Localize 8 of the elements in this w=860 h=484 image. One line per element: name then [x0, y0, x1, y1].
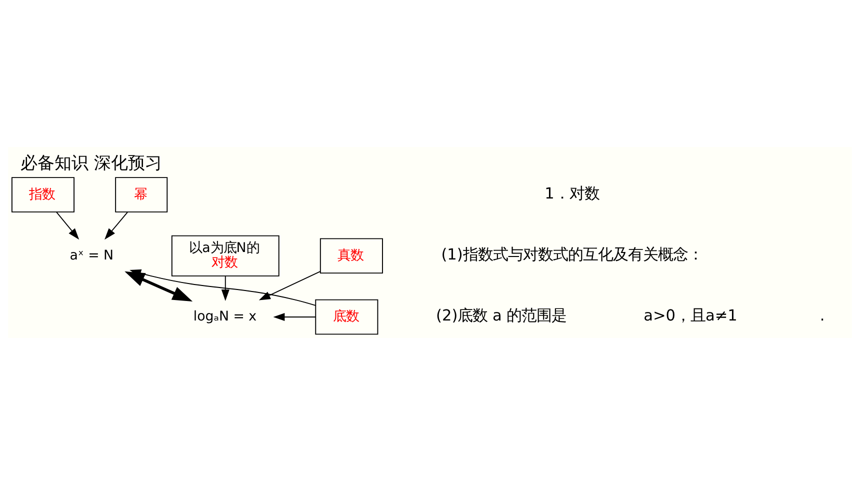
- label: (1)指数式与对数式的互化及有关概念：: [441, 245, 703, 263]
- label: .: [820, 306, 825, 324]
- label: (2)底数 a 的范围是: [436, 306, 567, 324]
- node-text: aˣ = N: [70, 248, 114, 263]
- label: 1．对数: [544, 184, 600, 202]
- diagram-title: 必备知识 深化预习: [20, 152, 162, 173]
- node-text: logₐN = x: [193, 309, 257, 324]
- label: a>0，且a≠1: [644, 306, 738, 324]
